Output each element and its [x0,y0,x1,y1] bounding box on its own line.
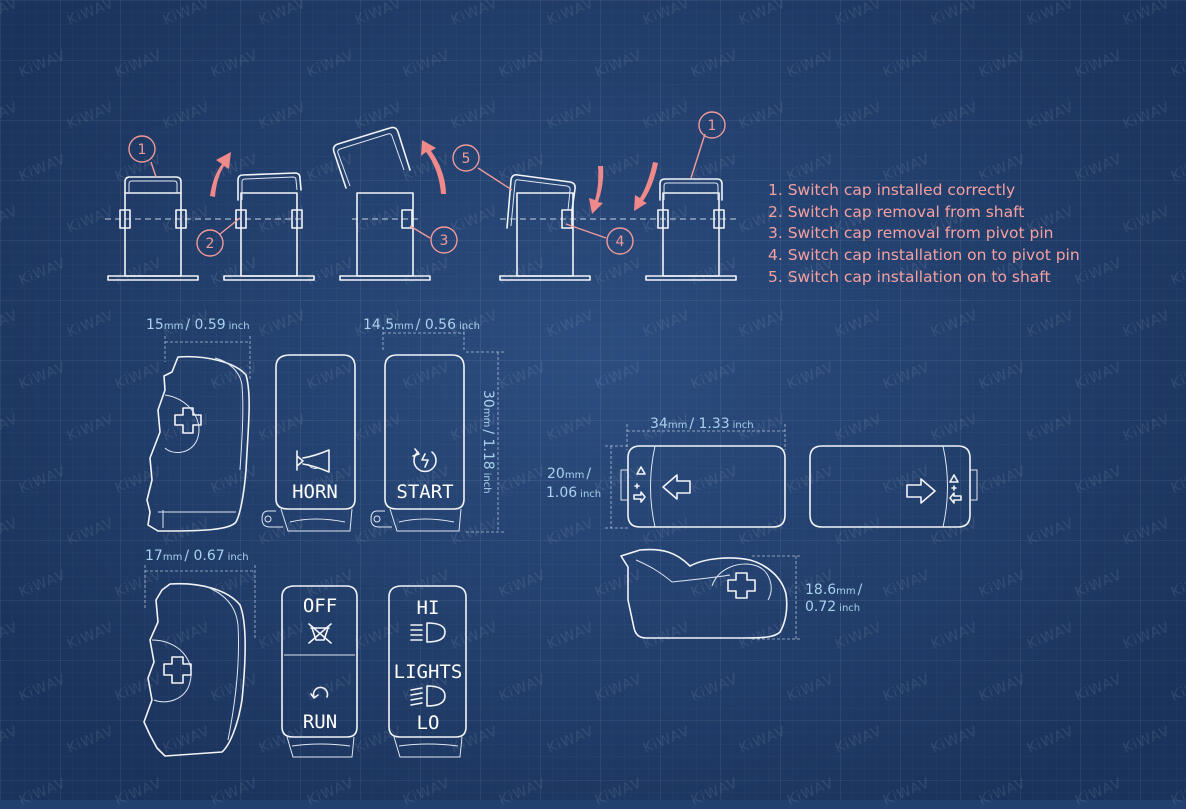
cap-installed-correctly [107,176,199,281]
horn-switch-cap: HORN [261,354,356,532]
dim-30mm: 30mm/ 1.18inch [480,390,496,494]
turn-side-profile [620,548,800,640]
legend-item-4: 4. Switch cap installation on to pivot p… [768,246,1080,265]
svg-text:2: 2 [206,236,215,252]
lo-label: LO [417,712,440,734]
svg-text:1: 1 [708,118,717,134]
callout-1b: 1 [698,111,726,139]
horn-label: HORN [292,481,338,503]
off-label: OFF [303,595,337,617]
start-label: START [396,481,453,503]
horn-icon [296,449,330,473]
motion-arrows [210,140,658,214]
legend-item-3: 3. Switch cap removal from pivot pin [768,224,1054,243]
callout-5: 5 [452,144,480,172]
engine-stop-icon [308,623,332,644]
run-switch-cap: OFF RUN [281,585,358,758]
legend-item-1: 1. Switch cap installed correctly [768,181,1016,199]
left-arrow-icon [662,474,691,500]
start-icon [412,448,437,473]
low-beam-icon [410,685,446,707]
cap-removal-from-pivot-pin [332,126,431,281]
svg-text:3: 3 [440,233,449,249]
svg-text:1: 1 [138,142,147,158]
high-beam-icon [410,622,446,643]
legend-list: 1. Switch cap installed correctly 2. Swi… [768,180,1080,289]
start-switch-cap: START [370,354,465,532]
legend-item-5: 5. Switch cap installation on to shaft [768,267,1051,286]
left-turn-cap [620,445,786,528]
callout-3: 3 [430,226,458,254]
lights-label: LIGHTS [394,661,463,683]
callout-4: 4 [606,227,634,255]
lights-switch-cap: HI LIGHTS LO [388,585,467,758]
hi-label: HI [417,597,440,619]
engine-run-icon [310,686,329,699]
run-label: RUN [303,711,337,733]
hazard-icon-left [633,466,646,503]
svg-text:5: 5 [462,151,471,167]
switch-side-profile-2 [143,582,246,757]
hazard-icon-right [949,474,962,504]
callout-1a: 1 [128,135,156,163]
legend-item-2: 2. Switch cap removal from shaft [768,202,1025,221]
installation-sequence: 1 2 3 4 5 1 [105,111,740,281]
switch-side-profile-1 [146,355,250,532]
cap-install-pivot-pin [499,174,591,281]
right-arrow-icon [906,478,936,504]
cap-install-shaft [645,178,737,281]
cap-removal-from-shaft [223,172,315,281]
callout-2: 2 [196,229,224,257]
right-turn-cap [809,445,978,528]
svg-text:4: 4 [616,234,625,250]
